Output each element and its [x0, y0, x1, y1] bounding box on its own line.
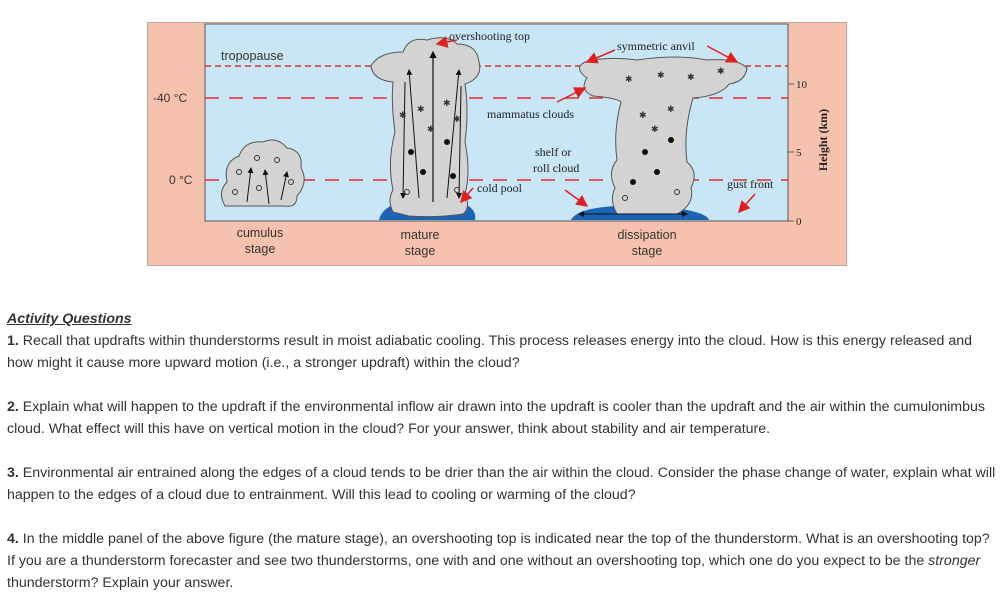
question-3: 3. Environmental air entrained along the…	[7, 462, 997, 506]
gust-front-label: gust front	[727, 177, 774, 191]
question-4: 4. In the middle panel of the above figu…	[7, 528, 997, 594]
svg-text:✱: ✱	[417, 104, 425, 114]
mammatus-arrow	[556, 87, 587, 103]
cumulus-stage-label-2: stage	[245, 242, 276, 256]
anvil-arrow-right	[706, 45, 739, 63]
gust-front-arrow	[738, 193, 756, 214]
question-4-text-after: thunderstorm? Explain your answer.	[7, 575, 234, 591]
svg-text:✱: ✱	[399, 110, 407, 120]
mature-stage-label-1: mature	[401, 228, 440, 242]
svg-text:✱: ✱	[443, 98, 451, 108]
question-4-text-before: In the middle panel of the above figure …	[7, 531, 990, 569]
shelf-cloud-label-2: roll cloud	[533, 161, 579, 175]
tick-5: 5	[796, 147, 802, 159]
cumulus-cloud	[221, 139, 305, 207]
question-4-emphasis: stronger	[928, 553, 981, 569]
question-3-text: Environmental air entrained along the ed…	[7, 465, 996, 503]
question-2-text: Explain what will happen to the updraft …	[7, 399, 985, 437]
activity-questions: Activity Questions 1. Recall that updraf…	[7, 308, 997, 616]
zero-label: 0 °C	[169, 173, 193, 187]
svg-text:✱: ✱	[651, 124, 659, 134]
dissipation-stage-label-2: stage	[632, 244, 663, 258]
overshooting-top-label: overshooting top	[449, 29, 530, 43]
svg-text:✱: ✱	[453, 114, 461, 124]
question-3-number: 3.	[7, 465, 19, 481]
shelf-cloud-arrow	[564, 189, 589, 207]
svg-text:✱: ✱	[427, 124, 435, 134]
question-4-number: 4.	[7, 531, 19, 547]
question-2-number: 2.	[7, 399, 19, 415]
height-axis-title: Height (km)	[816, 109, 830, 171]
tick-0: 0	[796, 216, 802, 228]
cold-pool-arrow	[460, 187, 474, 204]
svg-text:✱: ✱	[657, 70, 665, 80]
anvil-arrow-left	[585, 49, 616, 64]
svg-text:✱: ✱	[717, 66, 725, 76]
mature-cloud: ✱ ✱ ✱ ✱ ✱	[370, 37, 481, 220]
question-1-number: 1.	[7, 333, 19, 349]
svg-text:✱: ✱	[687, 72, 695, 82]
tick-10: 10	[796, 79, 808, 91]
tropopause-label: tropopause	[221, 49, 284, 63]
dissipation-stage-label-1: dissipation	[617, 228, 676, 242]
question-1-text: Recall that updrafts within thunderstorm…	[7, 333, 973, 371]
svg-text:✱: ✱	[639, 110, 647, 120]
activity-heading: Activity Questions	[7, 311, 132, 327]
svg-text:✱: ✱	[625, 74, 633, 84]
cumulus-stage-label-1: cumulus	[237, 226, 284, 240]
thunderstorm-life-cycle-figure: ✱ ✱ ✱ ✱ ✱ ✱ ✱ ✱ ✱ ✱ ✱ ✱ tropopause -40 °…	[147, 22, 847, 266]
mature-stage-label-2: stage	[405, 244, 436, 258]
mammatus-label: mammatus clouds	[487, 107, 574, 121]
minus40-label: -40 °C	[153, 91, 187, 105]
shelf-cloud-label-1: shelf or	[535, 145, 571, 159]
cold-pool-label: cold pool	[477, 181, 523, 195]
overshooting-top-arrow	[435, 36, 458, 48]
symmetric-anvil-label: symmetric anvil	[617, 39, 695, 53]
question-2: 2. Explain what will happen to the updra…	[7, 396, 997, 440]
dissipation-cloud: ✱ ✱ ✱ ✱ ✱ ✱ ✱	[571, 56, 748, 220]
question-1: 1. Recall that updrafts within thunderst…	[7, 330, 997, 374]
svg-text:✱: ✱	[667, 104, 675, 114]
height-axis: 10 5 0 Height (km)	[787, 24, 830, 228]
